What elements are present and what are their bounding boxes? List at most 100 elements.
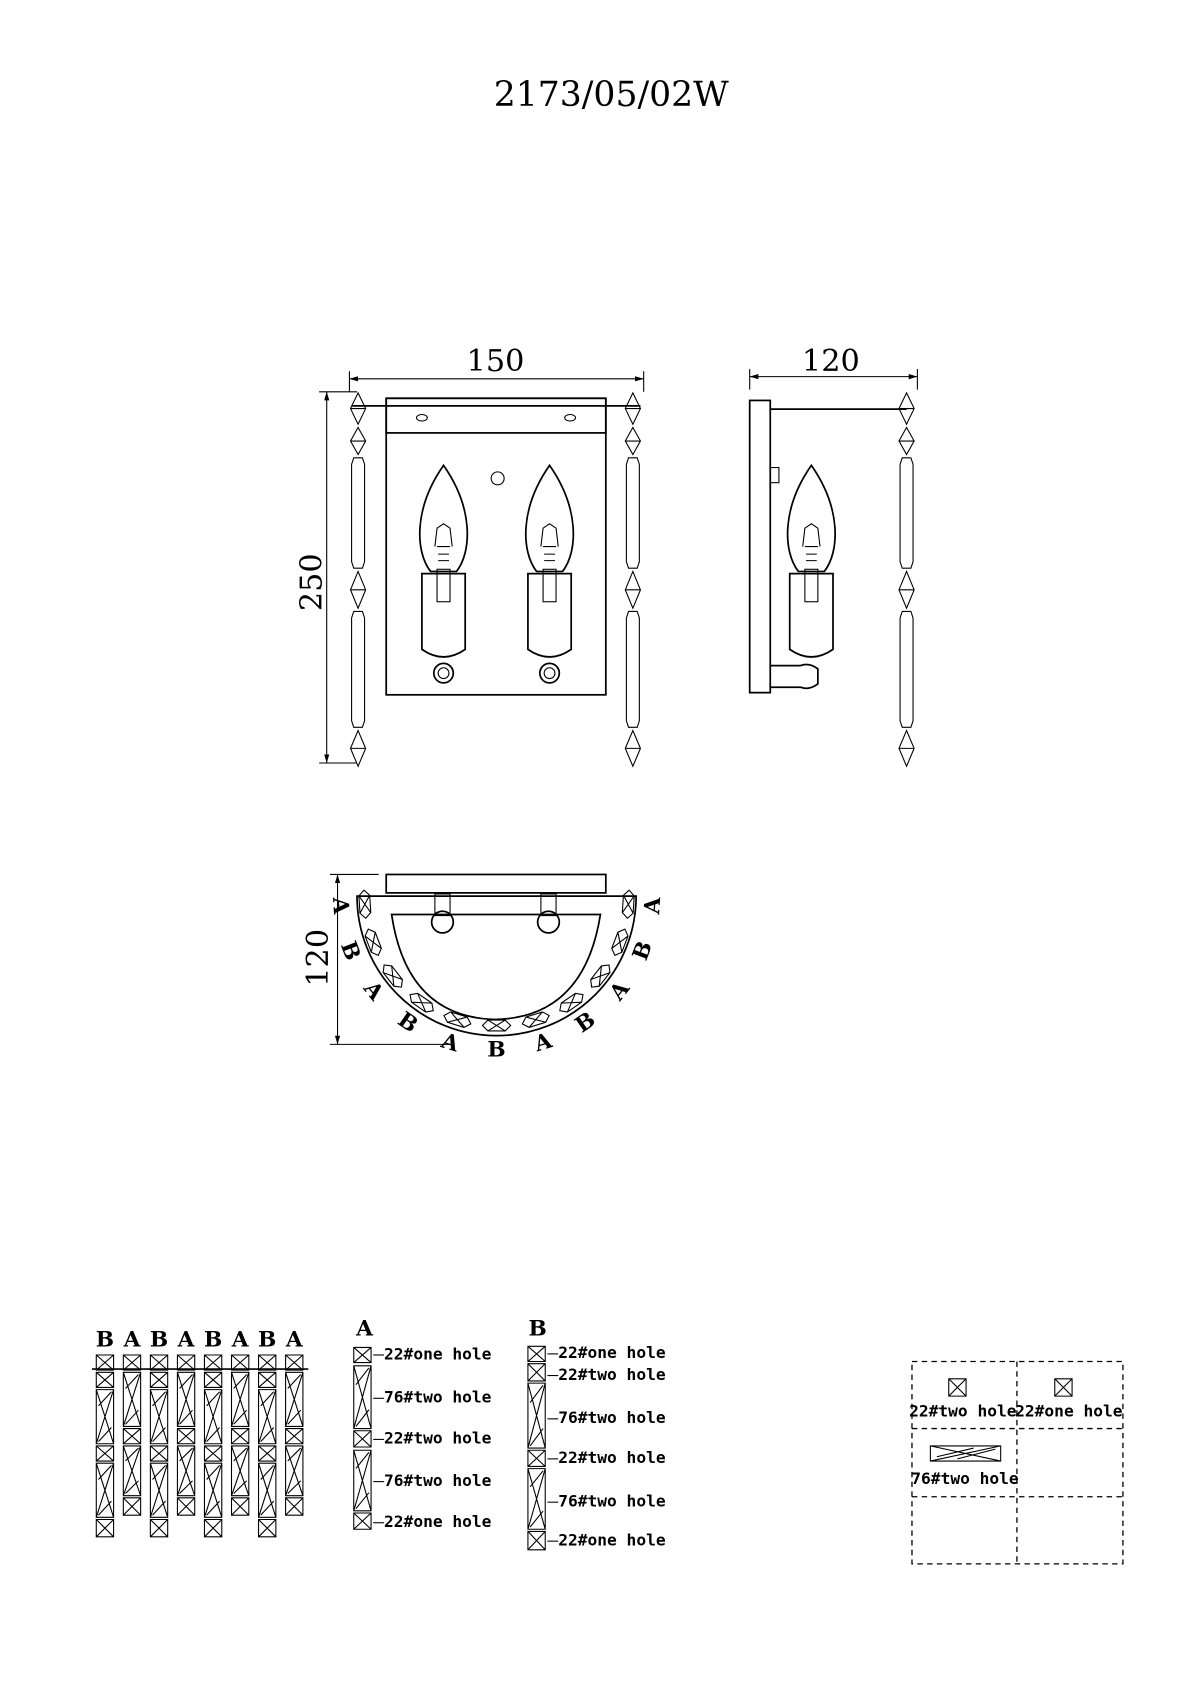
arc-crystal	[521, 1011, 550, 1028]
crystal-22-icon	[176, 1428, 196, 1445]
crystal-bead	[349, 570, 367, 610]
crystal-22-icon	[149, 1518, 169, 1538]
arc-crystal-label: B	[628, 938, 658, 964]
crystal-22-icon	[527, 1449, 546, 1468]
arc-crystal-label: A	[437, 1028, 463, 1058]
crystal-76-icon	[149, 1389, 169, 1445]
layout-strand-b	[149, 1354, 169, 1538]
crystal-bead	[624, 426, 642, 456]
layout-strand-a	[230, 1354, 250, 1516]
arc-crystal	[358, 889, 372, 920]
crystal-prism	[625, 457, 640, 569]
strand-label: B	[258, 1327, 276, 1352]
crystal-76-icon	[230, 1371, 250, 1427]
crystal-22-one-hole-icon	[1054, 1378, 1073, 1397]
strand-part-label: 22#one hole	[558, 1530, 666, 1549]
crystal-22-two-hole-icon	[948, 1378, 967, 1397]
crystal-22-icon	[203, 1445, 223, 1462]
crystal-legend-table: 22#two hole 22#one hole 76#two hole	[909, 1360, 1124, 1565]
crystal-strand	[898, 391, 915, 768]
strand-part-label: 22#one hole	[558, 1343, 666, 1362]
filament-icon	[540, 523, 559, 562]
crystal-22-icon	[203, 1354, 223, 1371]
front-view: 150 250	[294, 344, 645, 768]
arc-crystal	[590, 964, 611, 988]
layout-strand-a	[285, 1354, 304, 1516]
crystal-prism	[351, 457, 366, 569]
arc-crystal-label: A	[358, 976, 389, 1006]
filament-icon	[802, 523, 821, 562]
legend-cell-22-one-hole: 22#one hole	[1015, 1402, 1123, 1421]
crystal-76-icon	[149, 1462, 169, 1518]
strand-part-label: 22#two hole	[384, 1429, 492, 1448]
crystal-prism	[625, 610, 640, 728]
crystal-bead	[349, 391, 367, 426]
crystal-76-icon	[203, 1389, 223, 1445]
candle-holder	[421, 572, 467, 658]
crystal-prism	[899, 610, 914, 728]
crystal-22-icon	[527, 1363, 546, 1382]
screw-hole	[490, 471, 505, 486]
crystal-22-icon	[203, 1518, 223, 1538]
crystal-22-icon	[122, 1428, 142, 1445]
crystal-22-icon	[149, 1371, 169, 1389]
layout-strand-b	[95, 1354, 115, 1538]
arc-crystal-label: A	[327, 896, 353, 917]
crystal-bead	[898, 729, 915, 768]
arc-crystal-label: B	[487, 1037, 505, 1062]
layout-strand-b	[203, 1354, 223, 1538]
crystal-bead	[898, 570, 915, 610]
layout-strand-a	[122, 1354, 142, 1516]
side-view: 120	[748, 344, 918, 768]
crystal-22-icon	[95, 1354, 115, 1371]
strand-part-label: 76#two hole	[558, 1408, 666, 1427]
strand-part-label: 22#one hole	[384, 1344, 492, 1363]
arc-crystal-label: B	[335, 938, 365, 964]
crystal-76-icon	[95, 1389, 115, 1445]
crystal-bead	[624, 729, 642, 768]
crystal-76-icon	[122, 1445, 142, 1497]
top-depth-dimension-label: 120	[301, 929, 336, 987]
crystal-76-icon	[258, 1389, 277, 1445]
outer-arc	[356, 895, 637, 1037]
arc-crystal	[382, 964, 403, 988]
depth-dimension-label: 120	[802, 344, 860, 379]
crystal-76-icon	[122, 1371, 142, 1427]
crystal-76-icon	[176, 1371, 196, 1427]
arc-crystal	[621, 889, 635, 920]
strand-b-title: B	[529, 1317, 547, 1342]
crystal-76-two-hole-icon	[929, 1445, 1002, 1462]
crystal-bead	[624, 570, 642, 610]
strand-part-label: 76#two hole	[384, 1471, 492, 1490]
mount-ring	[432, 662, 455, 684]
crystal-strand	[624, 391, 642, 768]
strand-label: B	[150, 1327, 168, 1352]
drawing-title: 2173/05/02W	[494, 75, 729, 115]
crystal-76-icon	[95, 1462, 115, 1518]
strand-part-label: 22#two hole	[558, 1365, 666, 1384]
crystal-bead	[349, 729, 367, 768]
arc-crystal	[481, 1019, 512, 1032]
crystal-76-icon	[285, 1445, 304, 1497]
crystal-22-icon	[258, 1518, 277, 1538]
strand-part-label: 22#one hole	[384, 1512, 492, 1531]
crystal-76-icon	[353, 1365, 372, 1430]
strand-label: A	[177, 1327, 196, 1352]
crystal-22-icon	[149, 1445, 169, 1462]
crystal-76-icon	[527, 1468, 546, 1530]
crystal-22-icon	[176, 1354, 196, 1371]
crystal-strand	[349, 391, 367, 768]
legend-cell-76-two-hole: 76#two hole	[911, 1469, 1019, 1488]
arc-crystal	[559, 992, 584, 1013]
crystal-22-icon	[353, 1512, 372, 1530]
strand-part-label: 76#two hole	[384, 1388, 492, 1407]
crystal-22-icon	[149, 1354, 169, 1371]
crystal-76-icon	[258, 1462, 277, 1518]
layout-strand-a	[176, 1354, 196, 1516]
crystal-22-icon	[230, 1428, 250, 1445]
arc-crystal-label: A	[640, 895, 666, 916]
